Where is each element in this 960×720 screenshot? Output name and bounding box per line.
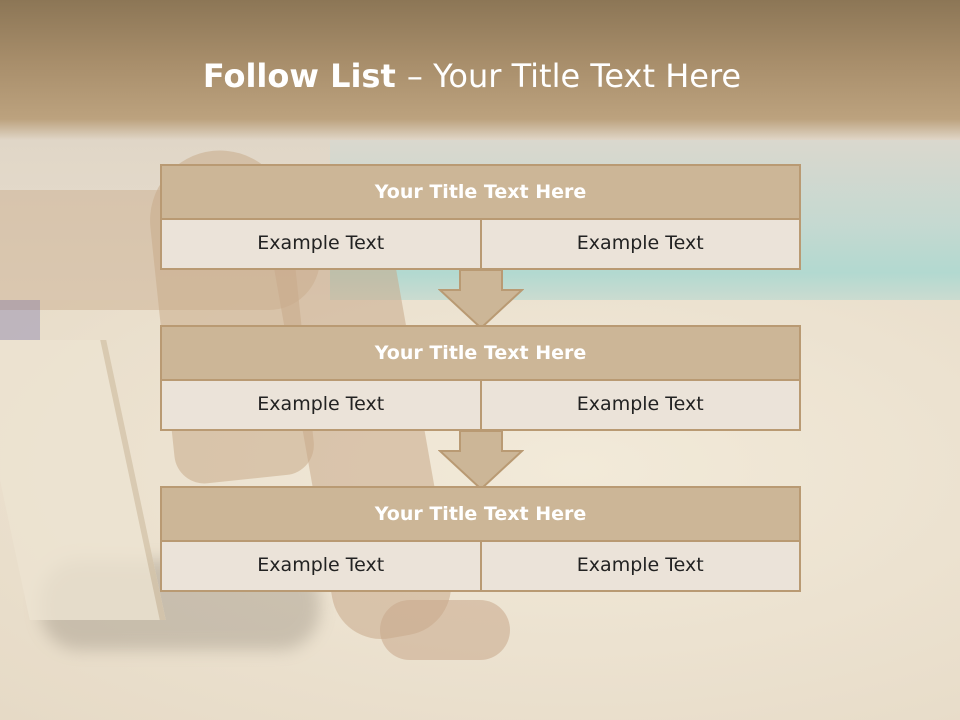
step-3-right-text: Example Text <box>479 542 800 590</box>
step-row-3: Example Text Example Text <box>160 542 801 592</box>
slide-title-bold: Follow List <box>202 57 407 95</box>
header-band <box>0 0 960 140</box>
slide-title: Follow List – Your Title Text Here <box>0 56 944 96</box>
step-block-1: Your Title Text Here Example Text Exampl… <box>160 164 801 270</box>
step-block-2: Your Title Text Here Example Text Exampl… <box>160 325 801 431</box>
step-title-3: Your Title Text Here <box>160 486 801 542</box>
step-2-left-text: Example Text <box>257 393 385 415</box>
step-1-right-text: Example Text <box>479 220 800 268</box>
step-title-1: Your Title Text Here <box>160 164 801 220</box>
background-shirt <box>0 300 40 340</box>
step-row-2: Example Text Example Text <box>160 381 801 431</box>
background-foot <box>380 600 510 660</box>
step-1-left-text: Example Text <box>257 232 385 254</box>
step-title-2: Your Title Text Here <box>160 325 801 381</box>
slide-title-rest: – Your Title Text Here <box>406 57 742 95</box>
down-arrow-icon <box>438 270 524 330</box>
step-row-1: Example Text Example Text <box>160 220 801 270</box>
step-3-left-text: Example Text <box>257 554 385 576</box>
step-block-3: Your Title Text Here Example Text Exampl… <box>160 486 801 592</box>
step-2-right-text: Example Text <box>479 381 800 429</box>
down-arrow-icon <box>438 431 524 491</box>
